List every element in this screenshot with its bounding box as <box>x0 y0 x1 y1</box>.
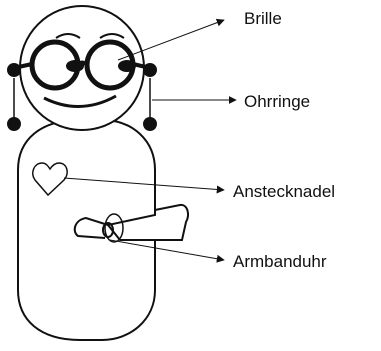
arm-outline <box>155 205 188 240</box>
right-eye <box>118 60 136 72</box>
label-watch: Armbanduhr <box>233 252 327 271</box>
body-outline <box>18 120 155 340</box>
left-eye <box>66 60 84 72</box>
brooch-arrow <box>64 178 224 190</box>
watch-graphic <box>103 214 123 242</box>
label-glasses: Brille <box>244 9 282 28</box>
label-brooch: Anstecknadel <box>233 182 335 201</box>
brooch-heart-graphic <box>33 163 67 195</box>
label-earrings: Ohrringe <box>244 92 310 111</box>
watch-arrow <box>110 240 224 260</box>
